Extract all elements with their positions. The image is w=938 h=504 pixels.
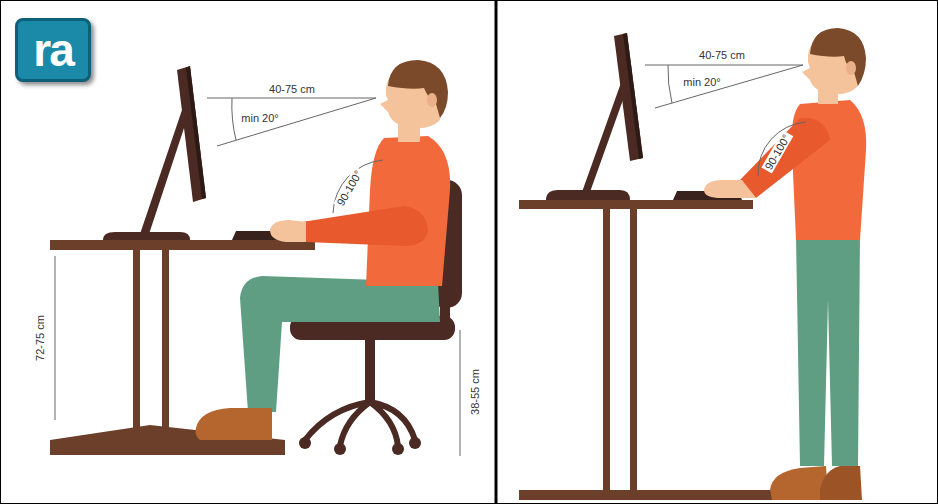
standing-scene	[519, 28, 866, 500]
distance-dimension: 40-75 cm	[697, 49, 747, 61]
height-dimension: 38-55 cm	[469, 367, 481, 417]
logo-letters: ra	[33, 27, 72, 73]
logo-badge: ra	[15, 18, 91, 82]
distance-dimension: 40-75 cm	[267, 83, 317, 95]
height-dimension: 72-75 cm	[34, 313, 46, 363]
seated-scene	[50, 60, 462, 456]
angle-dimension: min 20°	[239, 112, 280, 124]
divider	[495, 0, 498, 504]
angle-dimension: min 20°	[681, 76, 722, 88]
angle-dimension: 90-100°	[333, 167, 365, 210]
